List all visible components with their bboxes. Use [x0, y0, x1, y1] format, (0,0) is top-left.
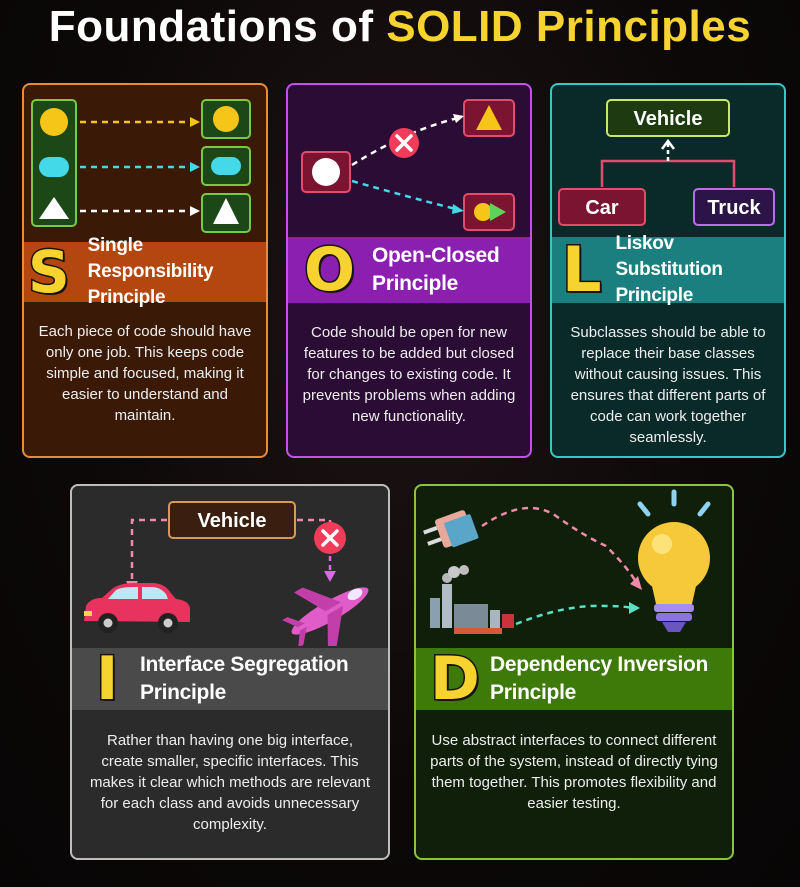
light-bulb-icon	[637, 489, 711, 632]
airplane-icon	[282, 587, 369, 646]
card-single-responsibility: S Single Responsibility Principle Each p…	[22, 83, 268, 458]
principle-band-i: I Interface Segregation Principle	[72, 644, 388, 714]
circle-shape-icon	[312, 158, 340, 186]
principle-description: Each piece of code should have only one …	[38, 323, 252, 424]
principle-letter-s: S	[27, 238, 72, 306]
card-interface-segregation: Vehicle	[70, 484, 390, 860]
card-dependency-inversion: D Dependency Inversion Principle Use abs…	[414, 484, 734, 860]
factory-icon	[430, 565, 514, 634]
card-liskov-substitution: Vehicle Car Truck L Liskov Substitution …	[550, 83, 786, 458]
car-icon	[84, 583, 190, 633]
principle-band-l: L Liskov Substitution Principle	[552, 233, 784, 306]
principle-band-o: O Open-Closed Principle	[288, 237, 530, 303]
plug-icon	[423, 510, 479, 548]
principle-name-line2: Principle	[615, 285, 693, 306]
interface-box	[168, 501, 296, 539]
parent-class-label: Vehicle	[634, 108, 703, 130]
principle-name-line1: Open-Closed	[372, 244, 500, 267]
open-closed-illustration	[301, 99, 515, 231]
dependency-inversion-illustration	[423, 489, 711, 634]
principle-name-line1: Dependency Inversion	[490, 653, 709, 676]
principle-name-line1: Liskov Substitution	[615, 233, 723, 280]
principle-name-line1: Single Responsibility	[87, 235, 214, 282]
single-responsibility-illustration	[31, 99, 251, 233]
triangle-shape-icon	[476, 105, 502, 130]
principle-letter-i: I	[95, 644, 120, 714]
child-class-label: Truck	[707, 197, 761, 219]
principle-band-d: D Dependency Inversion Principle	[416, 644, 732, 714]
principle-description: Subclasses should be able to replace the…	[570, 324, 766, 446]
principle-band-s: S Single Responsibility Principle	[24, 235, 266, 308]
principle-description: Use abstract interfaces to connect diffe…	[430, 732, 718, 812]
principle-description: Code should be open for new features to …	[302, 324, 516, 425]
principle-letter-o: O	[303, 235, 357, 305]
pill-shape-icon	[39, 157, 69, 177]
principle-name-line2: Principle	[140, 681, 226, 704]
title-prefix: Foundations of	[48, 2, 374, 51]
circle-shape-icon	[40, 108, 68, 136]
child-class-box	[558, 188, 646, 226]
principle-name-line1: Interface Segregation	[140, 653, 349, 676]
triangle-shape-icon	[39, 197, 69, 219]
liskov-illustration: Vehicle Car Truck	[558, 99, 775, 226]
principle-description: Rather than having one big interface, cr…	[89, 732, 371, 833]
interface-box-label: Vehicle	[198, 510, 267, 532]
parent-class-box	[606, 99, 730, 137]
page-title: Foundations of SOLID Principles	[0, 2, 800, 52]
principle-name-line2: Principle	[372, 272, 458, 295]
principle-letter-l: L	[560, 233, 603, 306]
child-class-label: Car	[585, 197, 619, 219]
card-open-closed: O Open-Closed Principle Code should be o…	[286, 83, 532, 458]
principle-name-line2: Principle	[87, 287, 166, 308]
child-class-box	[693, 188, 775, 226]
principle-name-line2: Principle	[490, 681, 576, 704]
title-accent: SOLID Principles	[386, 2, 752, 51]
interface-segregation-illustration: Vehicle	[84, 501, 369, 646]
principle-letter-d: D	[429, 644, 482, 714]
